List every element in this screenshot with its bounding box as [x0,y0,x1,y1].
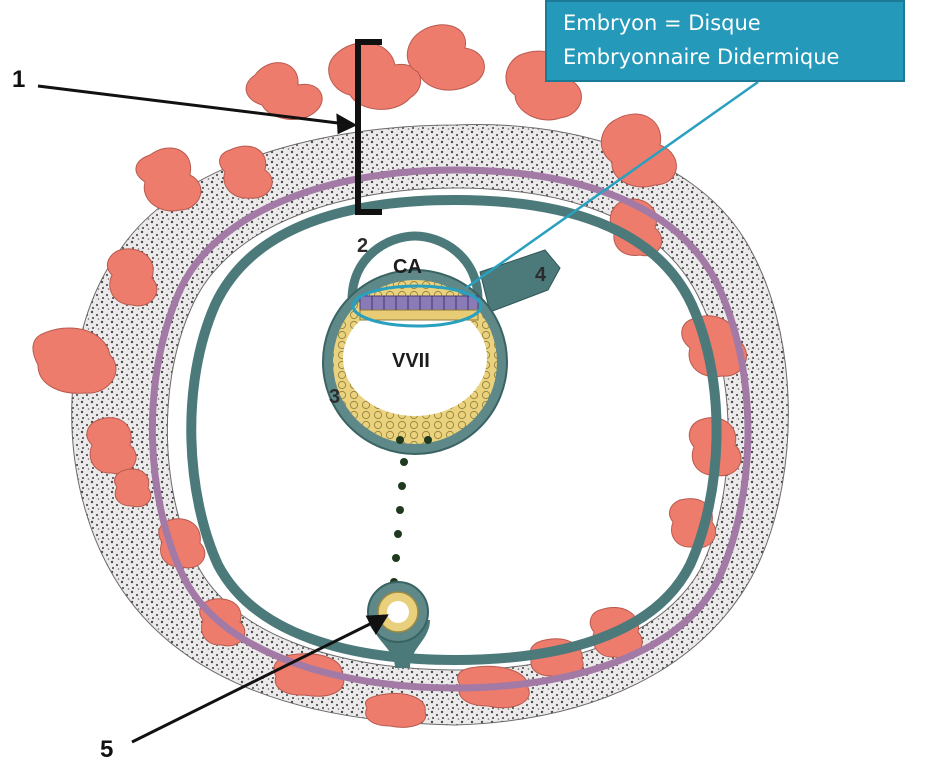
embryonic-disc [360,296,478,320]
dotted-trail [390,436,432,586]
label-4: 4 [535,264,546,287]
label-vvii: VVII [392,350,430,373]
label-1: 1 [12,66,25,94]
label-5: 5 [100,736,113,764]
callout-line-1: Embryon = Disque [563,6,903,40]
connecting-stalk [480,250,560,312]
callout-line-2: Embryonnaire Didermique [563,40,903,74]
label-2: 2 [357,235,368,258]
callout-box: Embryon = Disque Embryonnaire Didermique [545,0,905,82]
label-3: 3 [329,386,340,409]
label-ca: CA [393,256,422,279]
